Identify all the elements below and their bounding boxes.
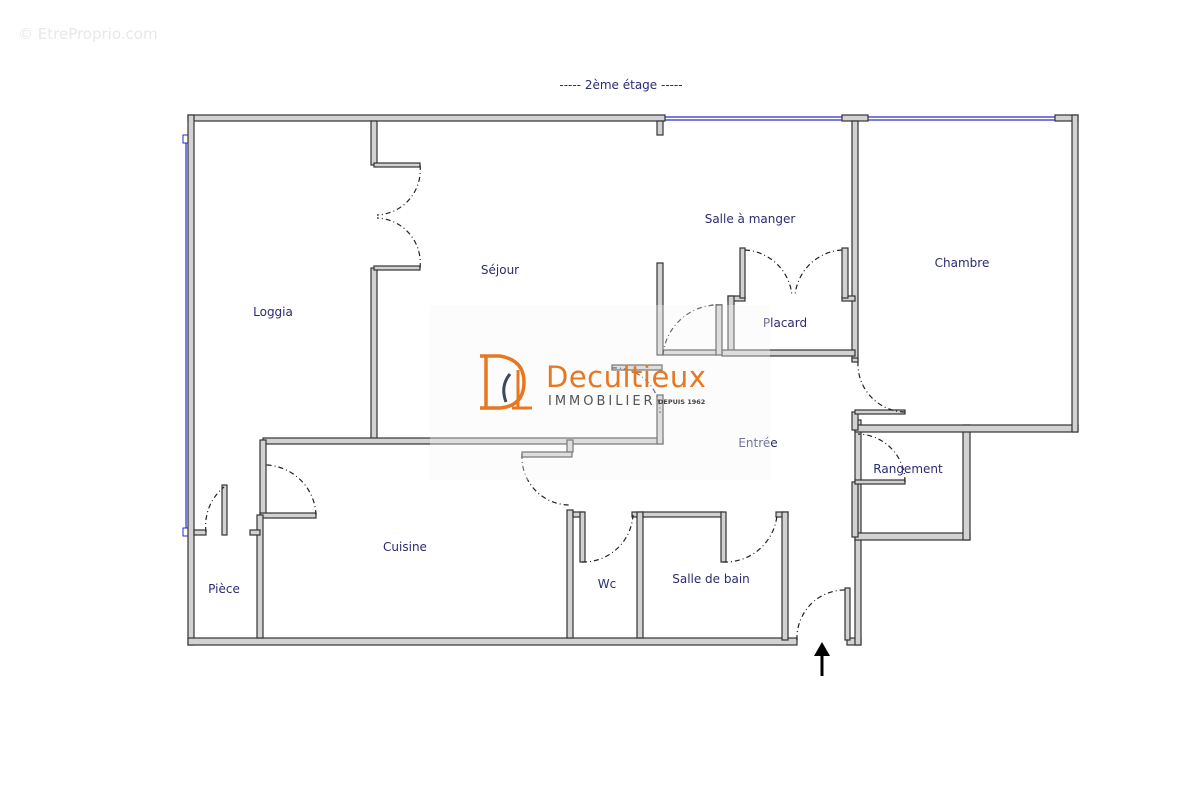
wall [781,511,789,641]
wall [851,120,859,362]
door-swing [796,589,848,641]
wall [249,529,261,536]
room-label-loggia: Loggia [253,305,293,319]
door-swing [857,433,906,483]
floor-label: ----- 2ème étage ----- [559,78,682,92]
room-label-rangement: Rangement [873,462,943,476]
wall [851,411,859,431]
door-swing [744,249,793,297]
room-label-salle-de-bain: Salle de bain [672,572,750,586]
door-swing [521,453,571,506]
wall [187,114,195,646]
wall [221,484,228,536]
wall [187,637,798,646]
wall [739,247,746,299]
logo-since: DEPUIS 1962 [658,398,706,406]
wall [656,394,664,445]
door-swing [376,164,421,216]
wall [720,511,727,563]
logo-subtitle: IMMOBILIER [548,394,656,409]
wall [373,265,421,271]
wall [844,587,851,641]
room-label-wc: Wc [598,577,616,591]
wall [854,479,906,485]
company-logo: Decultieux IMMOBILIER DEPUIS 1962 [478,352,738,412]
wall [962,424,971,541]
room-label-placard: Placard [763,316,807,330]
door-swing [205,486,225,533]
wall [1071,114,1079,433]
room-label-entree: Entrée [738,436,777,450]
wall [854,409,906,415]
watermark: © EtreProprio.com [18,25,158,43]
arrow-up-icon [814,642,830,676]
door-swing [581,514,634,563]
wall [566,509,574,639]
wall [370,267,378,444]
door-swing [857,361,906,413]
door-swing [265,464,317,516]
wall [259,512,317,519]
room-label-sejour: Séjour [481,263,519,277]
wall [193,529,207,536]
room-label-cuisine: Cuisine [383,540,427,554]
wall [854,424,1079,433]
wall [256,514,264,639]
wall [656,120,664,136]
wall [259,439,267,516]
walls [187,114,1079,646]
wall [187,114,666,122]
door-swing [794,249,843,297]
wall [841,247,849,299]
wall [373,162,421,168]
door-swing [611,367,661,414]
wall [656,262,664,356]
wall [579,511,586,563]
wall [636,511,644,639]
wall [851,481,859,538]
wall [642,511,724,518]
wall [851,357,859,363]
door-swing [722,514,778,563]
room-label-chambre: Chambre [935,256,990,270]
doors [205,164,906,641]
door-swing [662,304,719,356]
wall [370,120,378,166]
wall [841,114,869,122]
wall [715,304,723,356]
logo-name: Decultieux [546,360,707,394]
door-swing [376,217,421,269]
wall [854,532,971,541]
room-label-salle-a-manger: Salle à manger [705,212,796,226]
room-label-piece: Pièce [208,582,240,596]
logo-monogram [480,354,532,410]
